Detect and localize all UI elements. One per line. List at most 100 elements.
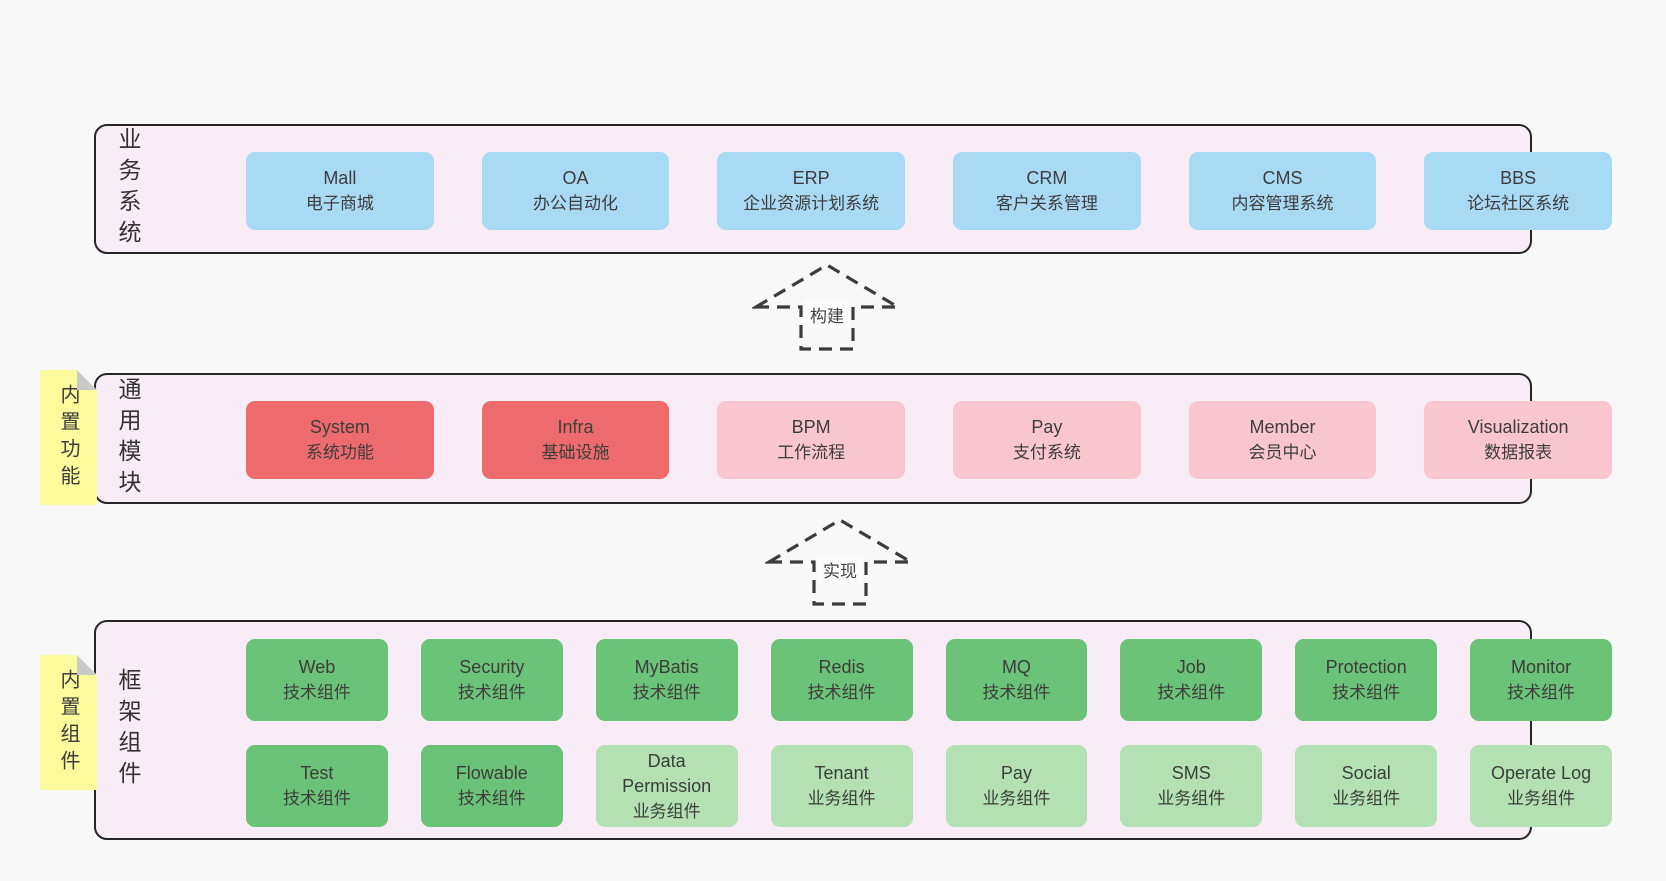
box-flowable: Flowable 技术组件 xyxy=(420,745,563,827)
box-title: Job xyxy=(1176,657,1206,677)
box-bbs: BBS 论坛社区系统 xyxy=(1424,152,1612,230)
box-subtitle: 会员中心 xyxy=(1248,443,1317,462)
box-pay-module: Pay 支付系统 xyxy=(953,401,1141,479)
box-subtitle: 业务组件 xyxy=(807,789,876,808)
box-subtitle: 工作流程 xyxy=(777,443,846,462)
box-infra: Infra 基础设施 xyxy=(481,401,670,479)
layer-business-systems: 业务系统 Mall 电子商城 OA 办公自动化 ERP 企业资源计划系统 CRM… xyxy=(94,124,1612,254)
box-visualization: Visualization 数据报表 xyxy=(1424,401,1612,479)
arrow-implement: 实现 xyxy=(765,515,915,607)
box-crm: CRM 客户关系管理 xyxy=(953,152,1141,230)
box-subtitle: 技术组件 xyxy=(282,683,351,702)
box-subtitle: 内容管理系统 xyxy=(1231,194,1334,213)
arrow-build: 构建 xyxy=(752,260,902,352)
sticky-note-built-in-features: 内置功能 xyxy=(40,370,97,505)
box-title: Pay xyxy=(1031,417,1063,437)
box-title: System xyxy=(309,417,370,437)
box-cms: CMS 内容管理系统 xyxy=(1188,152,1377,230)
box-subtitle: 技术组件 xyxy=(1507,683,1576,702)
box-subtitle: 技术组件 xyxy=(1157,683,1226,702)
arrow-build-label: 构建 xyxy=(804,300,850,329)
arrow-implement-label: 实现 xyxy=(817,555,863,584)
box-system: System 系统功能 xyxy=(246,401,434,479)
layer-modules-label: 通用模块 xyxy=(115,376,141,501)
box-operate-log: Operate Log 业务组件 xyxy=(1470,745,1612,827)
box-subtitle: 数据报表 xyxy=(1484,443,1553,462)
box-subtitle: 技术组件 xyxy=(807,683,876,702)
box-subtitle: 技术组件 xyxy=(282,789,351,808)
box-protection: Protection 技术组件 xyxy=(1295,639,1438,721)
box-redis: Redis 技术组件 xyxy=(770,639,913,721)
box-title: Social xyxy=(1341,763,1391,783)
box-subtitle: 办公自动化 xyxy=(532,194,618,213)
box-subtitle: 客户关系管理 xyxy=(995,194,1098,213)
box-title: MQ xyxy=(1001,657,1031,677)
box-title: Protection xyxy=(1325,657,1407,677)
box-subtitle: 技术组件 xyxy=(457,683,526,702)
box-title: Flowable xyxy=(455,763,528,783)
box-subtitle: 电子商城 xyxy=(305,194,374,213)
box-title: CRM xyxy=(1026,168,1068,188)
layer-framework-components: 框架组件 Web 技术组件 Security 技术组件 MyBatis 技术组件… xyxy=(94,620,1612,840)
box-title: Pay xyxy=(1000,763,1032,783)
arrow-up-dashed-icon xyxy=(765,518,915,606)
box-subtitle: 业务组件 xyxy=(632,801,701,821)
box-subtitle: 业务组件 xyxy=(1332,789,1401,808)
box-title: Monitor xyxy=(1511,657,1572,677)
box-title: Infra xyxy=(557,417,594,437)
sticky-note-built-in-components: 内置组件 xyxy=(40,655,97,790)
box-title: Operate Log xyxy=(1491,763,1592,783)
box-subtitle: 技术组件 xyxy=(457,789,526,808)
box-title: MyBatis xyxy=(634,657,699,677)
box-title: Visualization xyxy=(1467,417,1569,437)
business-boxes-row: Mall 电子商城 OA 办公自动化 ERP 企业资源计划系统 CRM 客户关系… xyxy=(246,152,1612,230)
modules-boxes-row: System 系统功能 Infra 基础设施 BPM 工作流程 Pay 支付系统… xyxy=(246,401,1612,479)
box-subtitle: 论坛社区系统 xyxy=(1467,194,1570,213)
box-title: ERP xyxy=(792,168,830,188)
box-title: Data Permission xyxy=(622,750,712,796)
components-row-2: Test 技术组件 Flowable 技术组件 Data Permission … xyxy=(246,745,1612,827)
box-subtitle: 技术组件 xyxy=(982,683,1051,702)
box-title: SMS xyxy=(1171,763,1211,783)
box-subtitle: 技术组件 xyxy=(632,683,701,702)
box-title: Security xyxy=(459,657,525,677)
box-test: Test 技术组件 xyxy=(246,745,388,827)
box-job: Job 技术组件 xyxy=(1120,639,1263,721)
box-subtitle: 业务组件 xyxy=(982,789,1051,808)
box-member: Member 会员中心 xyxy=(1188,401,1377,479)
box-web: Web 技术组件 xyxy=(246,639,388,721)
box-social: Social 业务组件 xyxy=(1295,745,1438,827)
box-title: Member xyxy=(1249,417,1316,437)
box-security: Security 技术组件 xyxy=(420,639,563,721)
box-subtitle: 系统功能 xyxy=(305,443,374,462)
box-title: Web xyxy=(298,657,336,677)
box-mybatis: MyBatis 技术组件 xyxy=(595,639,738,721)
layer-business-label: 业务系统 xyxy=(115,127,141,251)
box-oa: OA 办公自动化 xyxy=(481,152,670,230)
box-subtitle: 基础设施 xyxy=(541,443,610,462)
box-data-permission: Data Permission 业务组件 xyxy=(595,745,738,827)
box-title: CMS xyxy=(1262,168,1303,188)
box-title: Mall xyxy=(323,168,357,188)
box-mq: MQ 技术组件 xyxy=(945,639,1088,721)
box-subtitle: 业务组件 xyxy=(1157,789,1226,808)
components-row-1: Web 技术组件 Security 技术组件 MyBatis 技术组件 Redi… xyxy=(246,639,1612,721)
box-erp: ERP 企业资源计划系统 xyxy=(717,152,905,230)
box-title: OA xyxy=(562,168,589,188)
box-title: Test xyxy=(300,763,334,783)
box-subtitle: 技术组件 xyxy=(1332,683,1401,702)
box-monitor: Monitor 技术组件 xyxy=(1470,639,1612,721)
box-sms: SMS 业务组件 xyxy=(1120,745,1263,827)
box-title: Tenant xyxy=(814,763,869,783)
box-subtitle: 业务组件 xyxy=(1507,789,1576,808)
box-tenant: Tenant 业务组件 xyxy=(770,745,913,827)
box-subtitle: 企业资源计划系统 xyxy=(743,194,880,213)
box-mall: Mall 电子商城 xyxy=(246,152,434,230)
arrow-up-dashed-icon xyxy=(752,263,902,351)
box-bpm: BPM 工作流程 xyxy=(717,401,905,479)
box-title: BPM xyxy=(791,417,831,437)
box-title: Redis xyxy=(818,657,865,677)
box-subtitle: 支付系统 xyxy=(1012,443,1081,462)
layer-components-label: 框架组件 xyxy=(115,668,141,792)
